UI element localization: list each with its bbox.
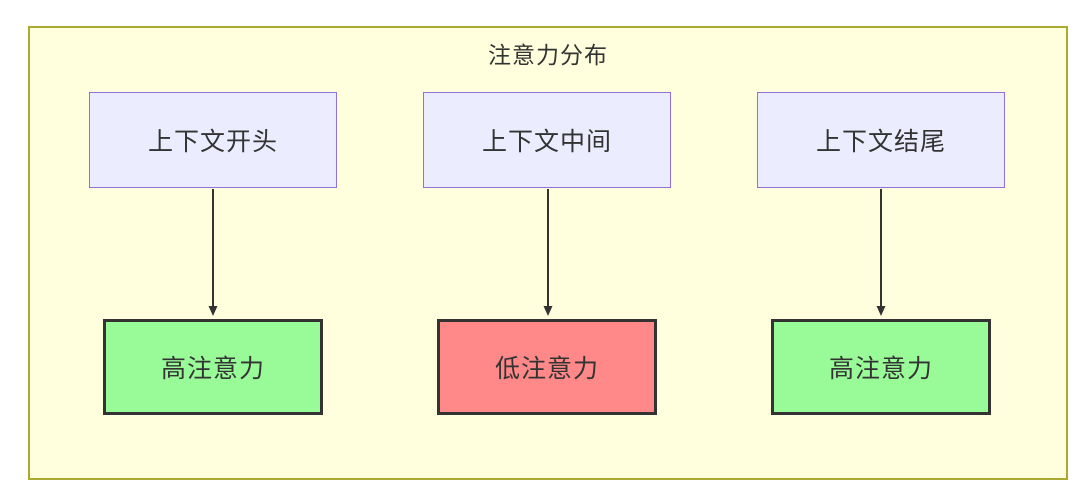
node-context-end-label: 上下文结尾 <box>815 128 946 156</box>
node-context-middle: 上下文中间 <box>423 92 671 188</box>
diagram-title: 注意力分布 <box>488 42 608 68</box>
node-high-attention-2: 高注意力 <box>771 319 991 415</box>
node-high-attention-1-label: 高注意力 <box>160 355 265 383</box>
node-context-middle-label: 上下文中间 <box>481 128 612 156</box>
node-context-start: 上下文开头 <box>89 92 337 188</box>
node-context-start-label: 上下文开头 <box>147 128 278 156</box>
node-context-end: 上下文结尾 <box>757 92 1005 188</box>
node-high-attention-2-label: 高注意力 <box>828 355 933 383</box>
node-low-attention: 低注意力 <box>437 319 657 415</box>
node-high-attention-1: 高注意力 <box>103 319 323 415</box>
node-low-attention-label: 低注意力 <box>494 355 599 383</box>
